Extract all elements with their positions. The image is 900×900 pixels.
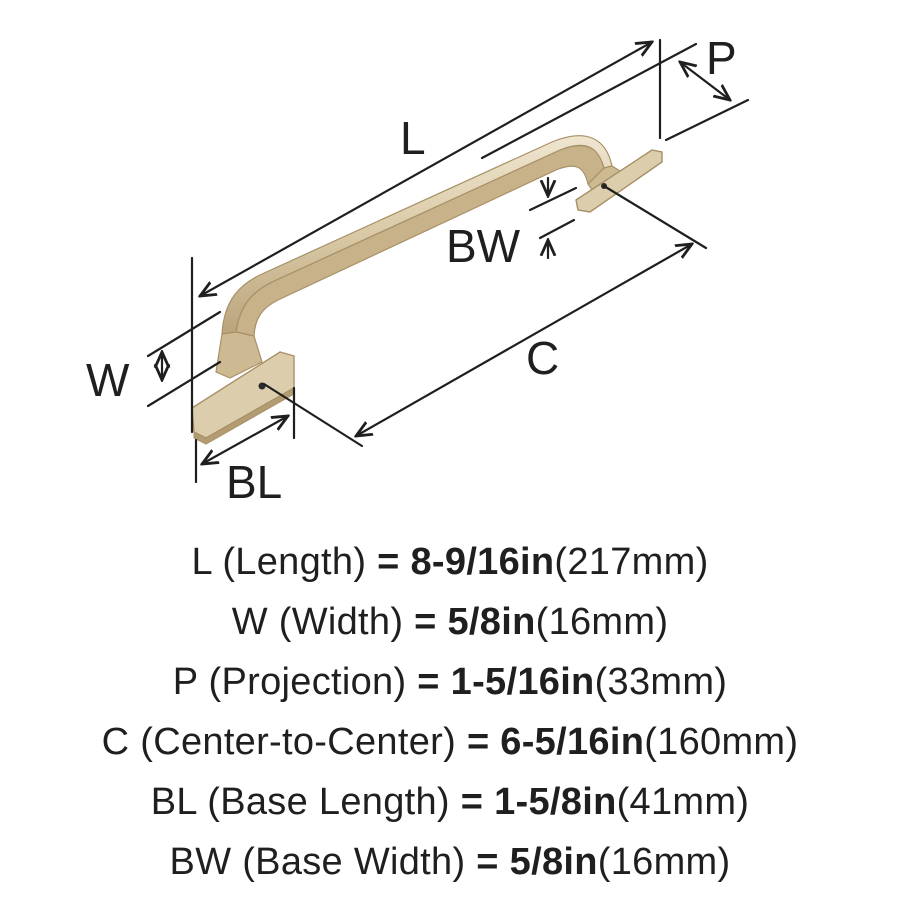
- spec-base-width: BW (Base Width) = 5/8in(16mm): [169, 841, 731, 883]
- center-to-center-label: C: [526, 332, 559, 384]
- projection-dimension: P: [480, 32, 750, 160]
- spec-center-to-center: C (Center-to-Center) = 6-5/16in(160mm): [101, 721, 799, 763]
- width-dimension: W: [86, 310, 222, 408]
- length-label: L: [400, 112, 426, 164]
- base-length-dimension: BL: [194, 386, 296, 508]
- width-label: W: [86, 354, 130, 406]
- spec-projection: P (Projection) = 1-5/16in(33mm): [172, 661, 728, 703]
- base-length-label: BL: [226, 456, 282, 508]
- spec-length: L (Length) = 8-9/16in(217mm): [191, 541, 709, 583]
- cabinet-pull-handle: [191, 135, 663, 445]
- center-to-center-dimension: C: [262, 184, 708, 448]
- base-width-label: BW: [446, 220, 521, 272]
- spec-width: W (Width) = 5/8in(16mm): [231, 601, 669, 643]
- length-dimension: L: [190, 38, 662, 434]
- spec-base-length: BL (Base Length) = 1-5/8in(41mm): [150, 781, 750, 823]
- projection-label: P: [706, 32, 737, 84]
- handle-dimension-diagram: L P BW W C BL: [86, 32, 750, 508]
- dimension-specifications: L (Length) = 8-9/16in(217mm) W (Width) =…: [0, 532, 900, 892]
